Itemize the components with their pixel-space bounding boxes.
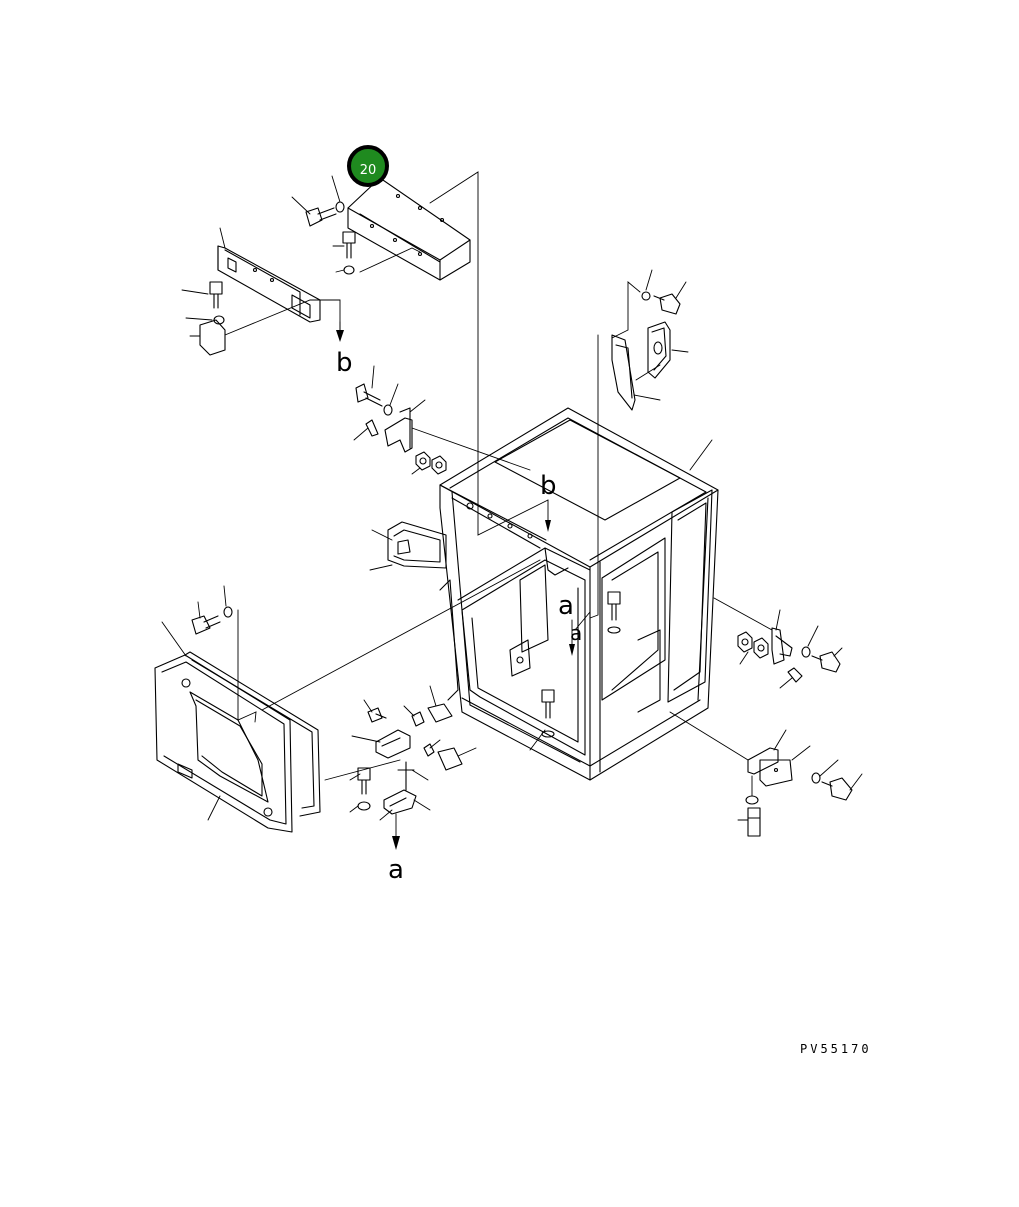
- window-frame: [154, 559, 541, 833]
- roof-bracket-assembly: [291, 171, 549, 536]
- right-bracket-assembly: [713, 597, 843, 689]
- hinge-bracket-assembly: [353, 365, 531, 475]
- callout-arrows: [545, 499, 621, 656]
- callout-a-cab-inner: a: [570, 621, 582, 645]
- grab-handle: [369, 521, 447, 571]
- side-bracket-assembly: [181, 227, 344, 356]
- callout-b-cab: b: [540, 471, 557, 501]
- cab-frame: [439, 407, 719, 781]
- badge-label: 20: [360, 163, 377, 178]
- clamp-assembly: [349, 685, 477, 850]
- lower-right-bracket-assembly: [669, 711, 863, 837]
- mirror-assembly: [589, 269, 689, 619]
- badge-circle: [347, 145, 389, 187]
- callout-a-lower: a: [388, 855, 404, 885]
- part-number-badge: 20: [347, 145, 389, 187]
- callout-b-upper: b: [336, 348, 353, 378]
- callout-a-cab-outer: a: [558, 591, 574, 621]
- drawing-code: PV55170: [800, 1042, 872, 1056]
